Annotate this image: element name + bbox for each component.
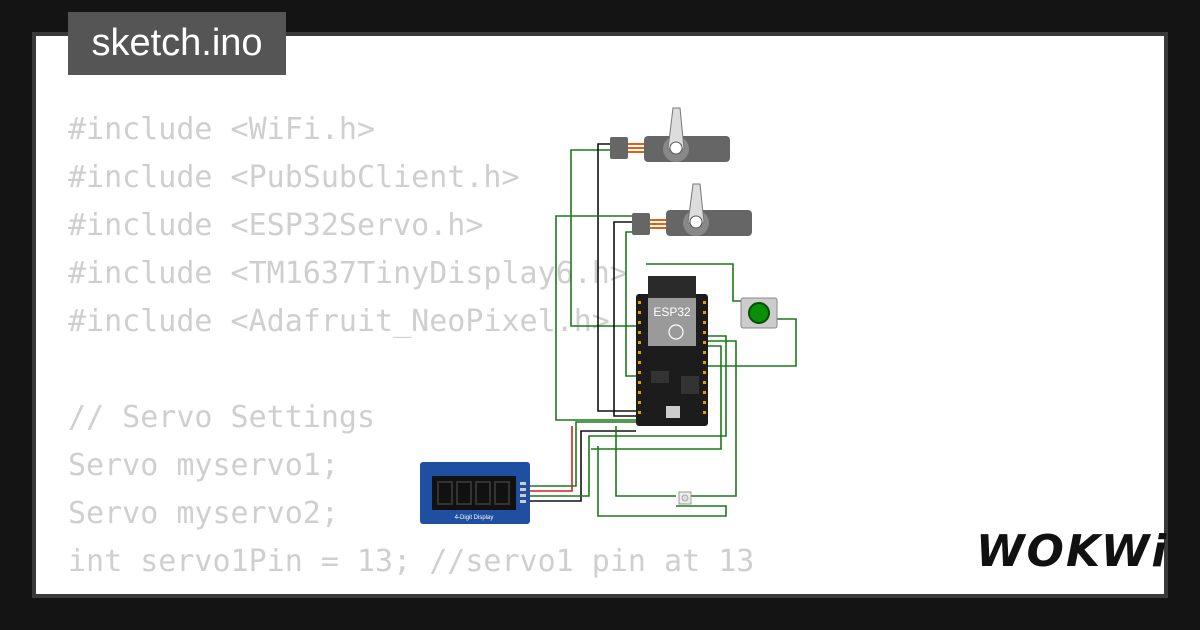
espressif-logo-icon: [668, 324, 684, 340]
neopixel-led[interactable]: [678, 491, 692, 505]
wire-button-b: [708, 318, 797, 367]
wire-display-gnd: [526, 430, 636, 502]
servo-motor-1[interactable]: [610, 107, 730, 162]
code-editor[interactable]: #include <WiFi.h> #include <PubSubClient.…: [68, 106, 755, 594]
wire-servo2-signal: [555, 215, 636, 421]
esp32-board[interactable]: ESP32: [636, 276, 708, 426]
code-line: // Servo Settings: [68, 400, 376, 435]
file-tab[interactable]: sketch.ino: [68, 12, 286, 75]
board-chip: [651, 371, 669, 383]
board-pins-left: [638, 301, 641, 414]
circuit-diagram[interactable]: ESP32: [36, 36, 1168, 598]
display-pins: [520, 482, 526, 503]
code-line: #include <ESP32Servo.h>: [68, 208, 484, 243]
board-label: ESP32: [653, 305, 691, 319]
code-line: int servo2Pin = 12; //servo2 pin at 12: [68, 586, 754, 594]
servo-connector: [632, 213, 650, 235]
servo-cable: [628, 143, 646, 153]
servo-screw-icon: [689, 215, 703, 229]
display-digits: [437, 481, 510, 505]
servo-connector: [610, 137, 628, 159]
servo-cable: [650, 219, 668, 229]
board-regulator: [681, 376, 699, 394]
button-cap[interactable]: [748, 302, 770, 324]
wire-servo1-signal: [570, 149, 636, 327]
wire-neopixel-return: [597, 446, 727, 517]
servo-screw-icon: [669, 141, 683, 155]
wokwi-logo: WOKWi: [976, 526, 1169, 577]
board-antenna: [648, 276, 696, 298]
code-line: Servo myservo1;: [68, 448, 339, 483]
code-line: Servo myservo2;: [68, 496, 339, 531]
wire-display-vcc: [526, 426, 573, 492]
display-caption: 4-Digit Display: [455, 515, 494, 521]
tm1637-display[interactable]: 4-Digit Display: [420, 462, 530, 524]
code-line: #include <Adafruit_NeoPixel.h>: [68, 304, 610, 339]
code-line: #include <TM1637TinyDisplay6.h>: [68, 256, 628, 291]
wire-servo1-ground: [597, 143, 636, 412]
wire-display-dio: [526, 335, 727, 497]
wire-neopixel-vcc: [591, 345, 722, 450]
neopixel-lens: [681, 494, 689, 502]
canvas: #include <WiFi.h> #include <PubSubClient.…: [32, 32, 1168, 598]
push-button[interactable]: [740, 297, 778, 329]
wire-servo2-ground: [613, 221, 636, 417]
wire-button-a: [646, 263, 742, 302]
wire-neopixel-data: [691, 340, 737, 497]
board-pins-right: [703, 301, 706, 414]
code-line: int servo1Pin = 13; //servo1 pin at 13: [68, 544, 755, 579]
wires: [526, 143, 797, 517]
code-line: #include <PubSubClient.h>: [68, 160, 520, 195]
wire-display-clk: [526, 421, 636, 487]
servo-motor-2[interactable]: [632, 183, 752, 236]
usb-port-icon: [666, 406, 680, 418]
code-line: #include <WiFi.h>: [68, 112, 376, 147]
